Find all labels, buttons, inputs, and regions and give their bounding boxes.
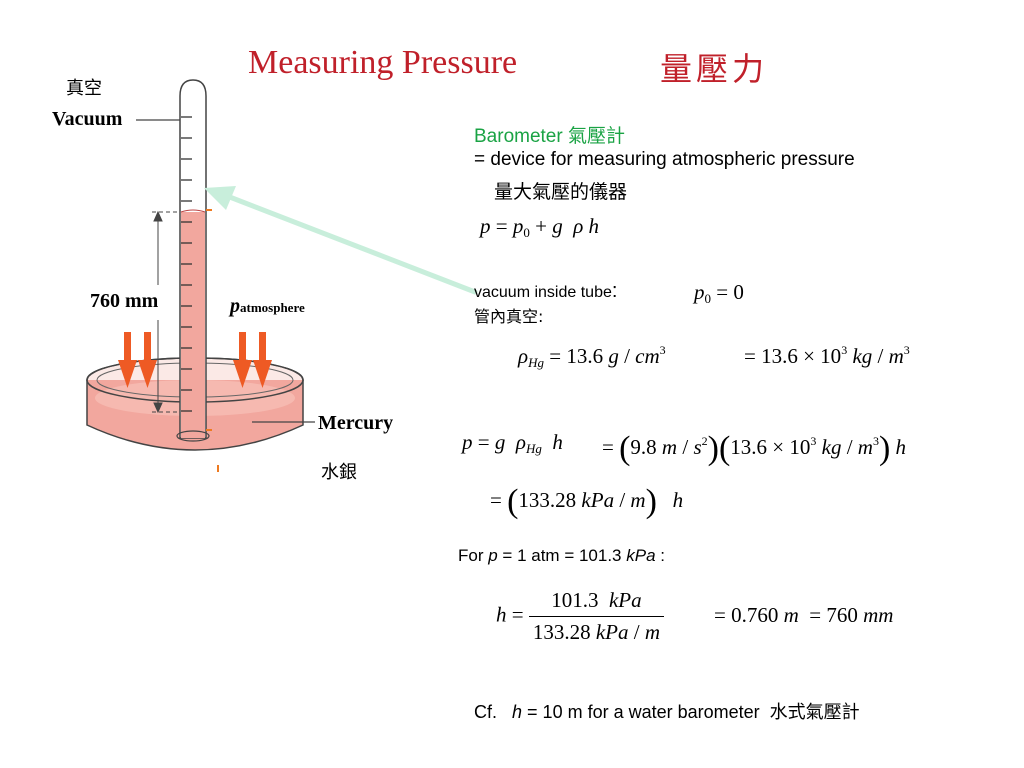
barometer-definition-chinese: 量大氣壓的儀器 <box>494 181 628 203</box>
for-unit: kPa <box>626 546 656 565</box>
equation-hydrostatic: p = g ρHg h <box>462 430 563 456</box>
page-title-chinese: 量壓力 <box>660 50 769 88</box>
cf-var: h <box>512 702 523 722</box>
vacuum-label-chinese: 真空 <box>66 78 102 99</box>
barometer-diagram <box>86 79 315 472</box>
mercury-label-chinese: 水銀 <box>321 462 357 483</box>
barometer-term-chinese: 氣壓計 <box>567 125 625 147</box>
atmosphere-pressure-label: patmosphere <box>230 295 305 318</box>
equation-density: ρHg = 13.6 g / cm3 <box>518 343 666 370</box>
cf-prefix: Cf. <box>474 702 498 722</box>
vacuum-note-colon: : <box>611 280 618 302</box>
for-line: For p = 1 atm = 101.3 kPa : <box>458 546 665 566</box>
barometer-definition: = device for measuring atmospheric press… <box>474 149 855 170</box>
atmosphere-pressure-arrows <box>118 332 272 388</box>
equation-density-si: = 13.6 × 103 kg / m3 <box>744 343 910 368</box>
equation-pressure: p = p0 + g ρ h <box>480 214 600 240</box>
vacuum-note-text: vacuum inside tube <box>474 284 612 301</box>
equation-gradient: = (133.28 kPa / m) h <box>490 483 684 520</box>
height-label: 760 mm <box>90 290 159 312</box>
cf-line: Cf. h = 10 m for a water barometer 水式氣壓計 <box>474 698 860 724</box>
equation-hydrostatic-values: = (9.8 m / s2)(13.6 × 103 kg / m3) h <box>602 430 907 467</box>
glass-tube <box>176 79 210 442</box>
pressure-subscript: atmosphere <box>240 300 305 315</box>
vacuum-label: Vacuum <box>52 108 123 130</box>
barometer-term-line: Barometer 氣壓計 <box>474 121 625 148</box>
for-suffix: : <box>655 546 665 565</box>
orange-marks <box>206 209 219 472</box>
height-dimension <box>152 210 180 414</box>
pressure-symbol: p <box>230 295 240 317</box>
vacuum-note: vacuum inside tube: <box>474 280 617 303</box>
for-mid: = 1 atm = 101.3 <box>497 546 627 565</box>
cf-chinese: 水式氣壓計 <box>769 702 860 723</box>
for-var: p <box>488 546 498 565</box>
equation-height-result: = 0.760 m = 760 mm <box>714 603 894 627</box>
cf-text: = 10 m for a water barometer <box>522 702 760 722</box>
vacuum-note-chinese: 管內真空: <box>474 307 544 326</box>
for-prefix: For <box>458 546 489 565</box>
barometer-term: Barometer <box>474 126 563 147</box>
page-title: Measuring Pressure <box>248 44 518 81</box>
pointer-arrow <box>204 186 478 295</box>
equation-p0: p0 = 0 <box>694 280 744 306</box>
mercury-label: Mercury <box>318 412 394 434</box>
